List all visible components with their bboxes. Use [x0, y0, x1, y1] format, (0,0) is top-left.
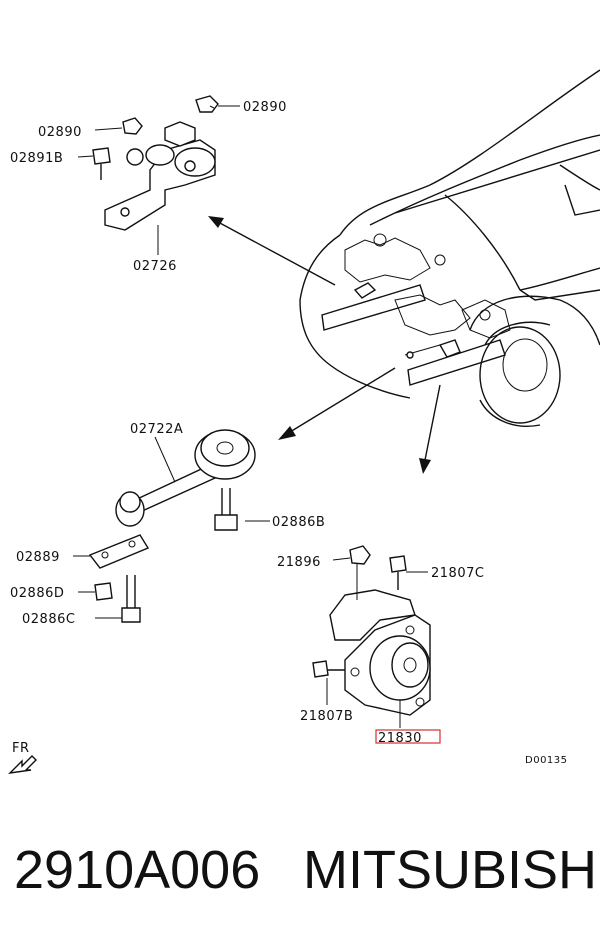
- label-21807c: 21807C: [431, 566, 484, 581]
- caption-bar: 2910A006 MITSUBISHI: [0, 815, 600, 925]
- diagram-reference-code: D00135: [525, 755, 568, 766]
- label-21807b: 21807B: [300, 709, 353, 724]
- label-21896: 21896: [277, 555, 321, 570]
- brand-name: MITSUBISHI: [303, 840, 600, 900]
- label-02889: 02889: [16, 550, 60, 565]
- label-02886b: 02886B: [272, 515, 325, 530]
- pointer-arrows: [208, 216, 441, 474]
- label-02886c: 02886C: [22, 612, 75, 627]
- front-direction-indicator: [8, 755, 37, 774]
- torque-rod-assembly: [73, 429, 270, 623]
- part-number: 2910A006: [14, 840, 261, 900]
- upper-mount-assembly: [77, 95, 240, 255]
- label-02722a: 02722A: [130, 422, 183, 437]
- label-02886d: 02886D: [10, 586, 64, 601]
- label-02890-right: 02890: [243, 100, 287, 115]
- label-fr: FR: [12, 741, 30, 756]
- lower-mount-assembly: [312, 545, 441, 744]
- vehicle-outline: [299, 69, 600, 427]
- parts-diagram: 02890 02890 02891B 02726 02722A 02886B 0…: [8, 69, 600, 774]
- label-21830: 21830: [378, 731, 422, 746]
- label-02891b: 02891B: [10, 151, 63, 166]
- label-02726: 02726: [133, 259, 177, 274]
- label-02890-left: 02890: [38, 125, 82, 140]
